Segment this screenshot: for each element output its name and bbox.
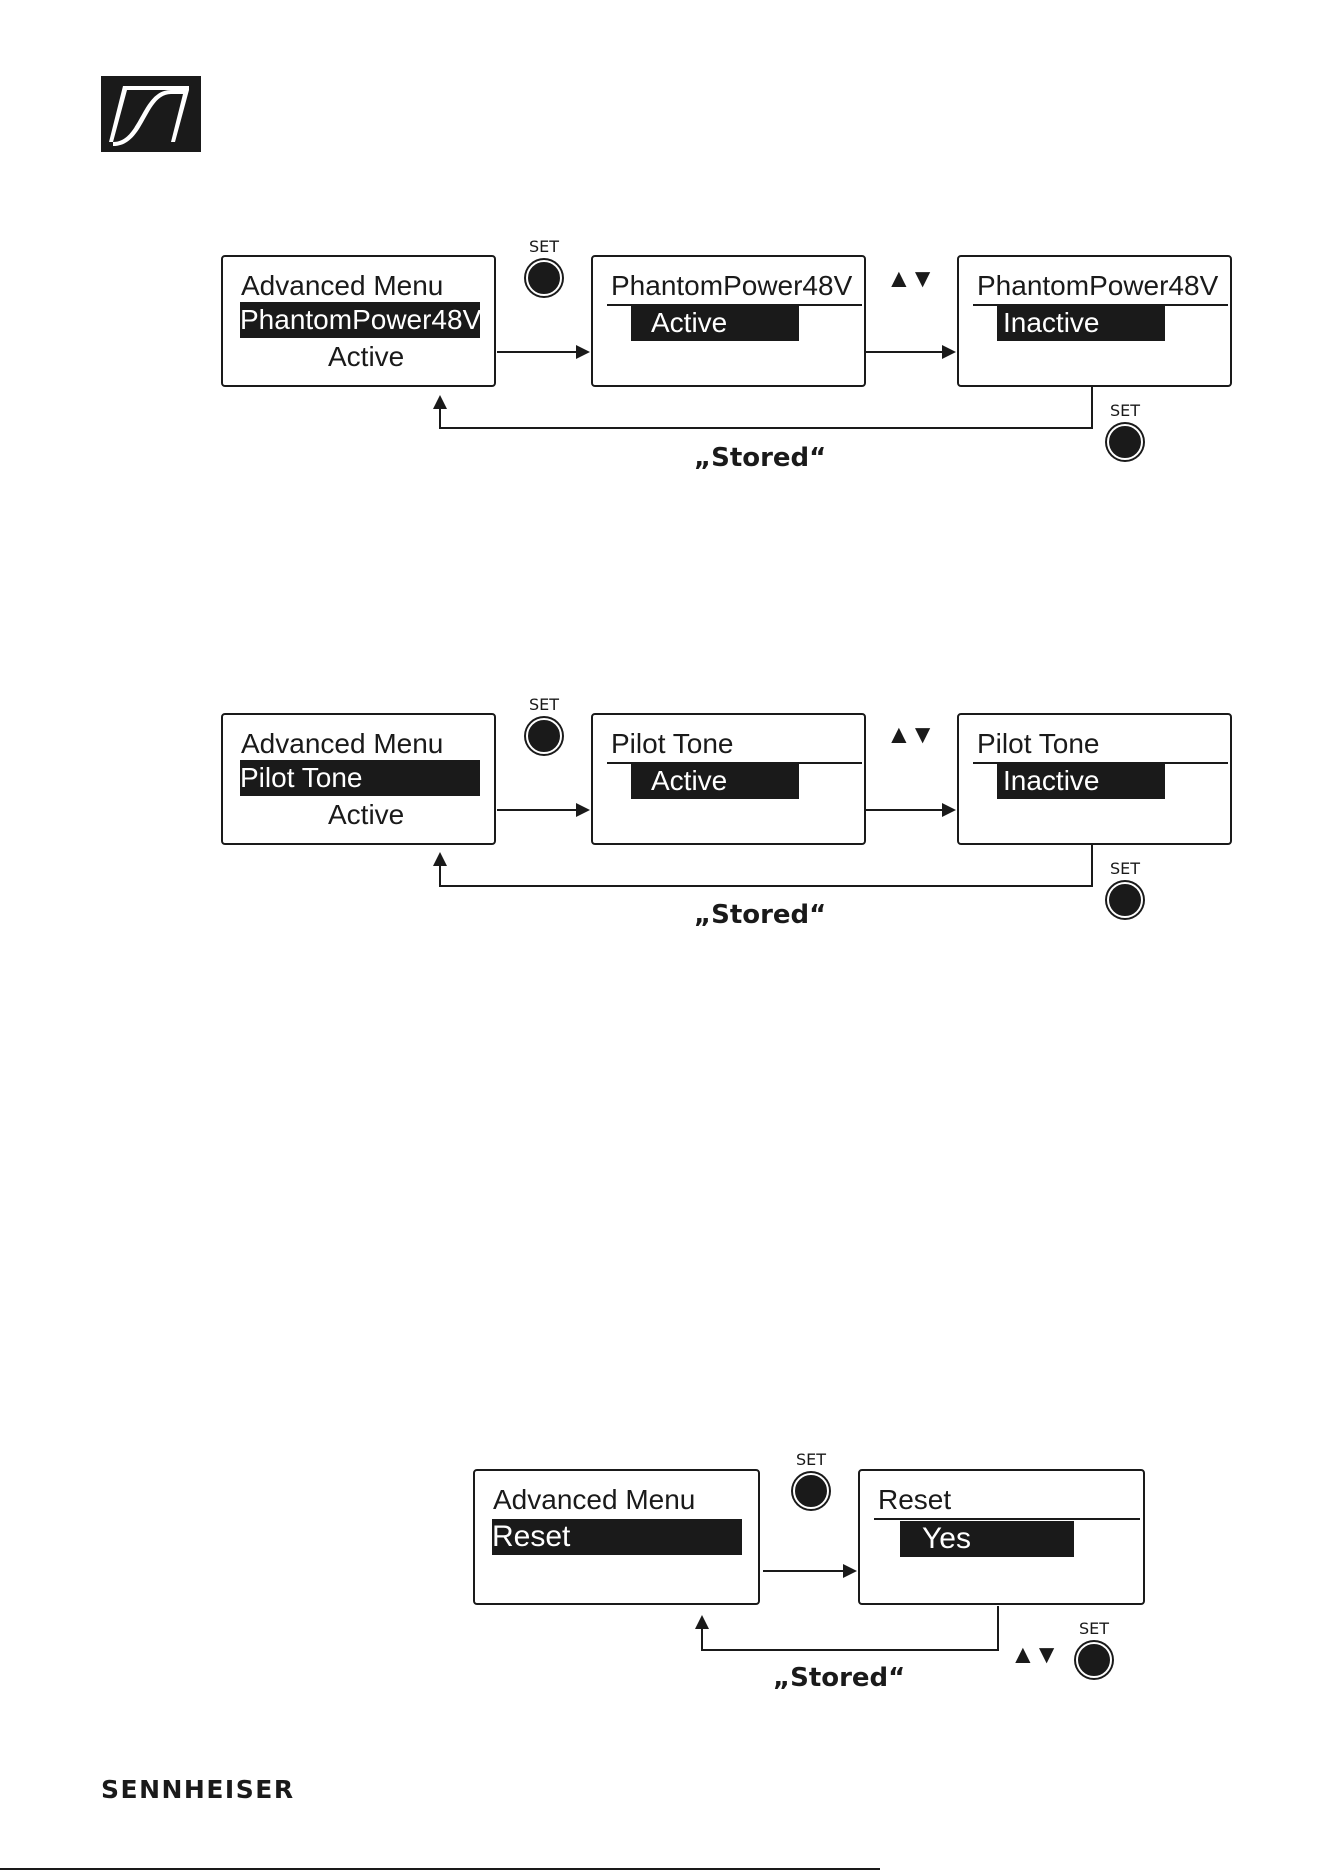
set-button-group: SET (524, 238, 564, 296)
set-label: SET (524, 696, 564, 714)
set-button-group: SET (1105, 402, 1145, 460)
set-button-group: SET (1074, 1620, 1114, 1678)
set-label: SET (791, 1451, 831, 1469)
set-button-icon (1107, 882, 1143, 918)
current-value: Active (328, 800, 404, 830)
selected-value: Active (631, 763, 799, 799)
lcd-screen-setting: Pilot Tone Inactive (957, 713, 1232, 845)
set-label: SET (1105, 860, 1145, 878)
lcd-screen-advanced-menu: Advanced Menu PhantomPower48V Active (221, 255, 496, 387)
set-button-icon (1076, 1642, 1112, 1678)
set-button-group: SET (791, 1451, 831, 1509)
up-down-keys-icon: ▲▼ (886, 264, 933, 292)
lcd-screen-advanced-menu: Advanced Menu Reset (473, 1469, 760, 1605)
selected-value: Yes (900, 1521, 1074, 1557)
selected-value: Active (631, 305, 799, 341)
setting-title: Pilot Tone (611, 729, 733, 759)
setting-title: PhantomPower48V (977, 271, 1218, 301)
setting-title: Reset (878, 1485, 951, 1515)
stored-message: „Stored“ (694, 900, 826, 930)
set-button-icon (526, 718, 562, 754)
lcd-screen-setting: Reset Yes (858, 1469, 1145, 1605)
setting-title: PhantomPower48V (611, 271, 852, 301)
set-button-icon (1107, 424, 1143, 460)
up-down-keys-icon: ▲▼ (886, 720, 933, 748)
selected-value: Inactive (997, 763, 1165, 799)
menu-title: Advanced Menu (241, 271, 443, 301)
lcd-screen-advanced-menu: Advanced Menu Pilot Tone Active (221, 713, 496, 845)
set-label: SET (524, 238, 564, 256)
menu-title: Advanced Menu (241, 729, 443, 759)
return-arrow (440, 844, 1092, 886)
selected-value: Inactive (997, 305, 1165, 341)
set-button-group: SET (1105, 860, 1145, 918)
lcd-screen-setting: PhantomPower48V Active (591, 255, 866, 387)
stored-message: „Stored“ (694, 443, 826, 473)
set-button-group: SET (524, 696, 564, 754)
selected-menu-item: Pilot Tone (240, 760, 480, 796)
brand-wordmark: SENNHEISER (101, 1775, 295, 1804)
return-arrow (440, 387, 1092, 428)
title-underline (874, 1518, 1140, 1520)
stored-message: „Stored“ (773, 1663, 905, 1693)
menu-title: Advanced Menu (493, 1485, 695, 1515)
set-button-icon (793, 1473, 829, 1509)
up-down-keys-icon: ▲▼ (1010, 1640, 1057, 1668)
setting-title: Pilot Tone (977, 729, 1099, 759)
lcd-screen-setting: Pilot Tone Active (591, 713, 866, 845)
set-button-icon (526, 260, 562, 296)
footer-rule (0, 1868, 880, 1870)
selected-menu-item: Reset (492, 1519, 742, 1555)
set-label: SET (1074, 1620, 1114, 1638)
lcd-screen-setting: PhantomPower48V Inactive (957, 255, 1232, 387)
current-value: Active (328, 342, 404, 372)
set-label: SET (1105, 402, 1145, 420)
return-arrow (702, 1606, 998, 1650)
selected-menu-item: PhantomPower48V (240, 302, 480, 338)
